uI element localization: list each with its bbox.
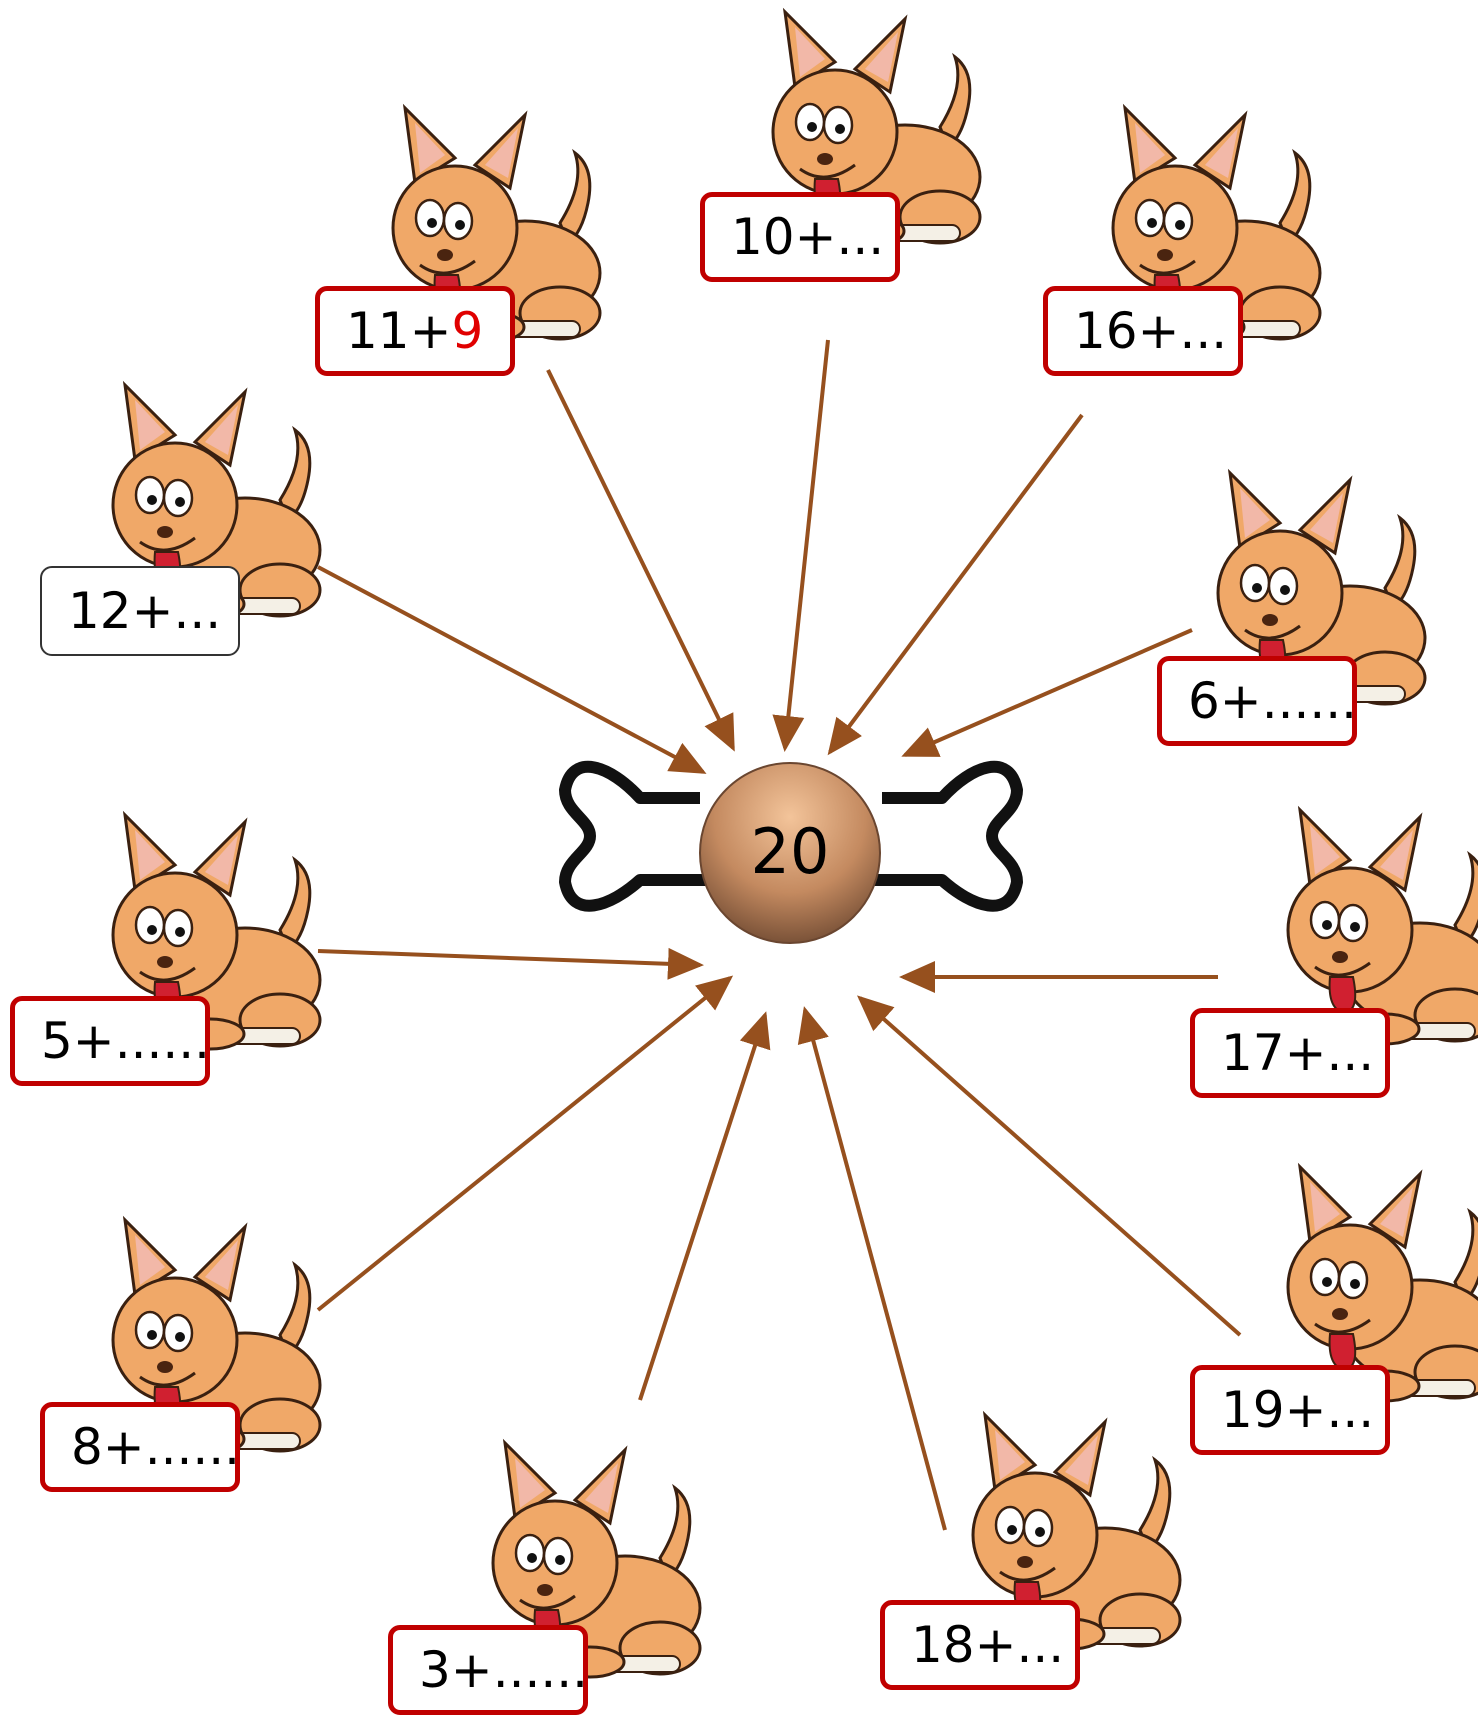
arrow-p11 [546,369,735,752]
arrow-p10 [772,339,830,752]
arrow-p3 [638,1011,771,1401]
problem-box-p6[interactable]: 6+...... [1157,656,1357,746]
arrow-p12 [317,565,707,774]
problem-expression: 19+... [1221,1381,1375,1439]
problem-expression: 6+...... [1188,672,1358,730]
problem-expression: 8+...... [71,1418,241,1476]
arrow-p8 [316,975,734,1312]
arrow-p6 [901,628,1193,757]
center-ball [699,762,881,944]
center-value: 20 [750,815,830,888]
problem-box-p19[interactable]: 19+... [1190,1365,1390,1455]
arrow-p19 [857,995,1242,1337]
arrow-p18 [797,1006,947,1531]
problem-expression: 18+... [911,1616,1065,1674]
problem-box-p18[interactable]: 18+... [880,1600,1080,1690]
arrow-p16 [827,413,1084,756]
problem-answer: 9 [451,302,484,360]
problem-box-p11[interactable]: 11+9 [315,286,515,376]
arrow-p5 [317,947,704,980]
problem-expression: 10+... [731,208,885,266]
problem-expression: 3+...... [419,1641,589,1699]
problem-box-p17[interactable]: 17+... [1190,1008,1390,1098]
bone-icon [559,760,1023,944]
problem-box-p5[interactable]: 5+...... [10,996,210,1086]
problem-expression: 16+... [1074,302,1228,360]
problem-box-p12[interactable]: 12+... [40,566,240,656]
problem-expression: 12+... [68,582,222,640]
bone-shape [559,760,1023,912]
problem-box-p8[interactable]: 8+...... [40,1402,240,1492]
problem-box-p3[interactable]: 3+...... [388,1625,588,1715]
problem-box-p16[interactable]: 16+... [1043,286,1243,376]
problem-expression: 17+... [1221,1024,1375,1082]
arrows-layer [316,339,1242,1531]
problem-expression: 5+...... [41,1012,211,1070]
problem-expression: 11+ [346,302,452,360]
problem-box-p10[interactable]: 10+... [700,192,900,282]
